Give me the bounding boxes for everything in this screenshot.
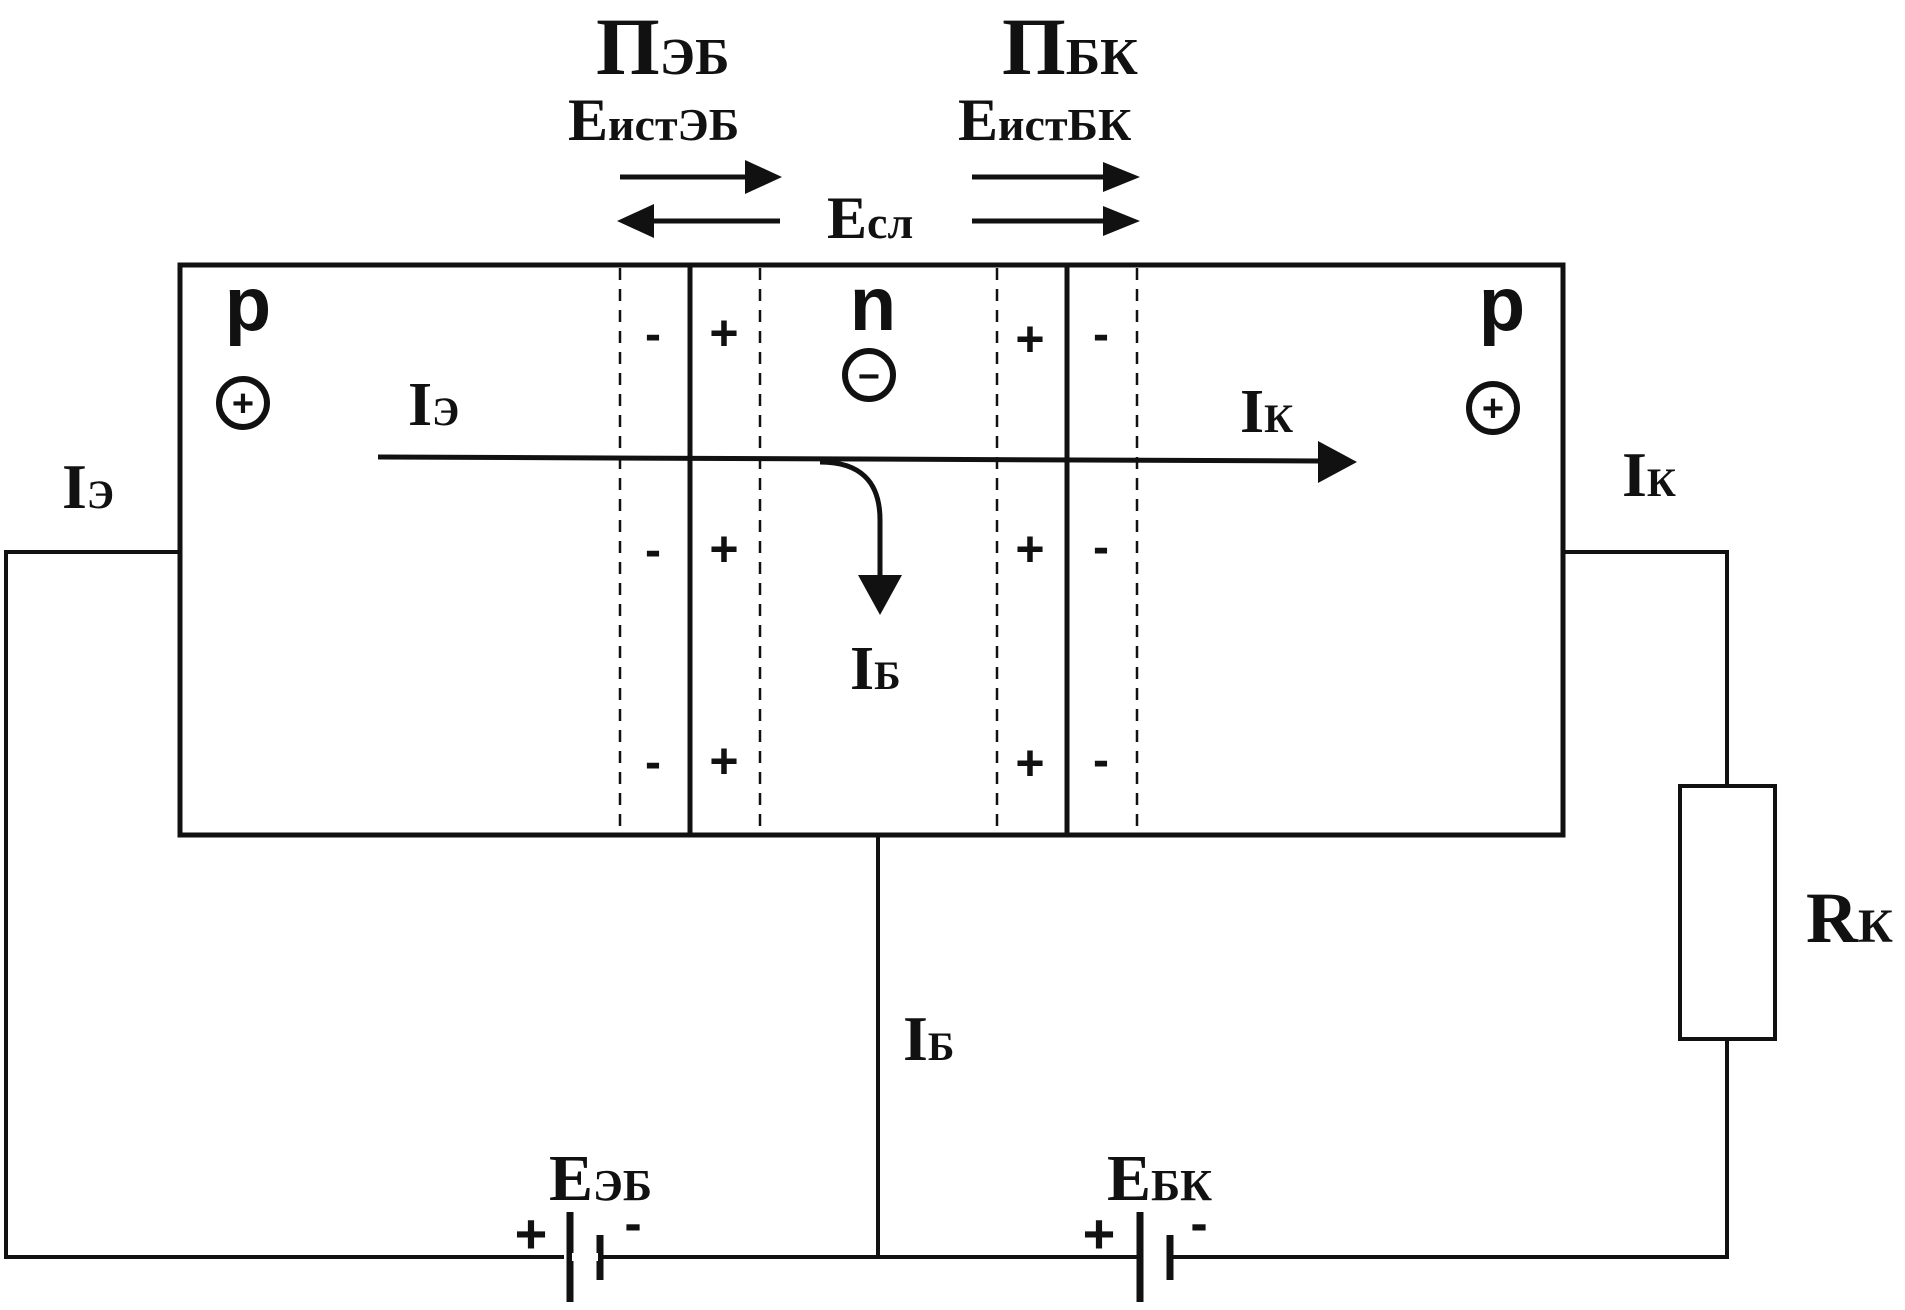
collector-battery-minus: - — [1190, 1195, 1207, 1253]
charge-plus: + — [709, 733, 738, 789]
svg-text:IБ: IБ — [850, 635, 901, 703]
collector-hole-symbol: + — [1466, 381, 1520, 435]
charge-plus: + — [709, 521, 738, 577]
collector-current-inside-label: IК — [1240, 378, 1293, 446]
base-collector-junction-title: ПБК — [1002, 1, 1138, 92]
collector-layer-field-arrow — [972, 206, 1140, 236]
collector-current-lead-label: IК — [1622, 439, 1676, 510]
collector-resistor — [1678, 784, 1777, 1041]
charge-minus: - — [645, 308, 661, 361]
base-collector-field-label: ЕистБК — [958, 87, 1131, 153]
svg-text:ЕЭБ: ЕЭБ — [549, 1142, 652, 1215]
svg-text:+: + — [1482, 388, 1504, 430]
emitter-source-field-arrow — [620, 160, 782, 194]
svg-text:IЭ: IЭ — [408, 371, 459, 439]
emitter-hole-symbol: + — [216, 376, 270, 430]
base-region-type: n — [850, 262, 896, 347]
charge-minus: - — [1093, 521, 1109, 574]
emitter-base-field-label: ЕистЭБ — [568, 87, 739, 153]
svg-text:RК: RК — [1806, 878, 1893, 958]
resistor-label: RК — [1806, 878, 1893, 958]
base-current-lead-label: IБ — [903, 1003, 954, 1074]
charge-plus: + — [1015, 311, 1044, 367]
svg-text:−: − — [858, 356, 880, 398]
collector-return-wire — [1170, 1039, 1729, 1259]
base-current-inside-label: IБ — [850, 635, 901, 703]
collector-battery-plus: + — [1083, 1202, 1116, 1265]
emitter-base-battery — [564, 1210, 604, 1302]
emitter-base-source-label: ЕЭБ — [549, 1142, 652, 1215]
emitter-lead-wire — [4, 550, 570, 1259]
emitter-region-type: p — [225, 262, 271, 347]
charge-minus: - — [1093, 308, 1109, 361]
charge-plus: + — [1015, 735, 1044, 791]
layer-field-label: Есл — [827, 185, 913, 251]
emitter-layer-field-arrow — [617, 204, 780, 238]
svg-text:IБ: IБ — [903, 1003, 954, 1074]
svg-text:+: + — [232, 383, 254, 425]
svg-text:ПЭБ: ПЭБ — [596, 1, 729, 92]
svg-text:IК: IК — [1240, 378, 1293, 446]
emitter-battery-minus: - — [624, 1195, 641, 1253]
collector-region-type: p — [1479, 262, 1525, 347]
base-current-branch-arrow — [819, 459, 902, 615]
emitter-current-lead-label: IЭ — [62, 451, 114, 522]
emitter-base-junction-title: ПЭБ — [596, 1, 729, 92]
charge-minus: - — [645, 524, 661, 577]
main-current-arrow — [377, 441, 1357, 483]
base-collector-battery — [1136, 1212, 1174, 1302]
svg-text:IЭ: IЭ — [62, 451, 114, 522]
charge-minus: - — [645, 736, 661, 789]
svg-text:ПБК: ПБК — [1002, 1, 1138, 92]
charge-minus: - — [1093, 734, 1109, 787]
collector-lead-wire — [1563, 550, 1729, 786]
emitter-battery-plus: + — [515, 1202, 548, 1265]
base-electron-symbol: − — [842, 348, 896, 402]
svg-text:ЕистБК: ЕистБК — [958, 87, 1131, 153]
charge-plus: + — [1015, 521, 1044, 577]
charge-plus: + — [709, 305, 738, 361]
svg-text:Есл: Есл — [827, 185, 913, 251]
base-collector-source-label: ЕБК — [1107, 1142, 1212, 1215]
svg-text:ЕистЭБ: ЕистЭБ — [568, 87, 739, 153]
emitter-current-inside-label: IЭ — [408, 371, 459, 439]
collector-source-field-arrow — [972, 162, 1140, 192]
svg-text:IК: IК — [1622, 439, 1676, 510]
svg-text:ЕБК: ЕБК — [1107, 1142, 1212, 1215]
